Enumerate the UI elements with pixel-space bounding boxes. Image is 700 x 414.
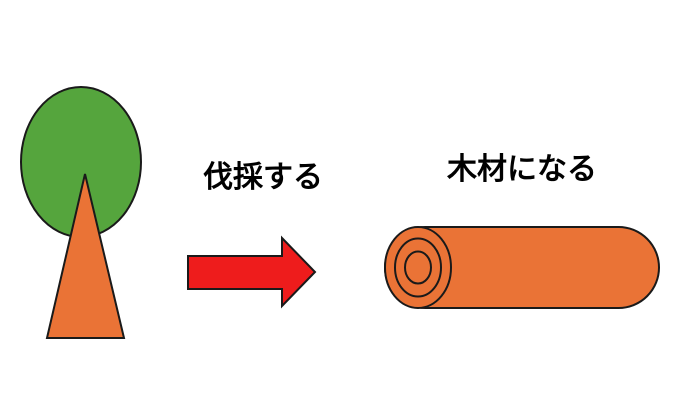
timber-label: 木材になる bbox=[447, 152, 597, 187]
right-arrow-icon bbox=[187, 235, 317, 309]
log-ring-inner bbox=[404, 250, 432, 285]
cut-label: 伐採する bbox=[203, 160, 323, 195]
arrow-shape bbox=[187, 235, 317, 309]
tree-icon bbox=[20, 86, 142, 339]
tree-trunk bbox=[45, 173, 126, 339]
timber-log-icon bbox=[384, 226, 660, 309]
